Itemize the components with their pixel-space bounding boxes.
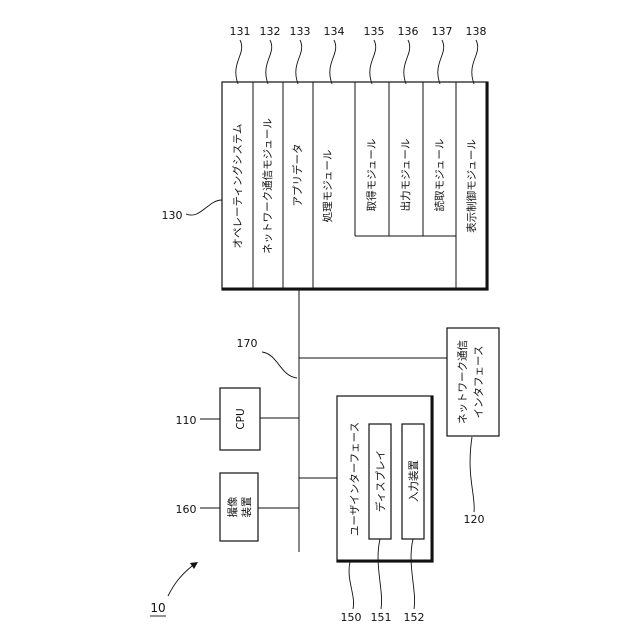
leader-133: [296, 40, 302, 84]
ref-135: 135: [364, 25, 385, 38]
leader-150: [349, 562, 354, 609]
label-reading-module: 読取モジュール: [433, 139, 446, 212]
label-operating-system: オペレーティングシステム: [231, 123, 244, 248]
label-app-data: アプリデータ: [291, 144, 304, 207]
ref-131: 131: [230, 25, 251, 38]
camera-label-line2: 装置: [240, 497, 253, 518]
storage-block: オペレーティングシステム ネットワーク通信モジュール アプリデータ 処理モジュー…: [222, 82, 488, 290]
leader-134: [330, 40, 336, 84]
figure-ref-10: 10: [150, 601, 165, 615]
leader-135: [370, 40, 376, 84]
ref-130: 130: [162, 209, 183, 222]
leader-132: [266, 40, 272, 84]
display-label: ディスプレイ: [374, 450, 387, 512]
ref-136: 136: [398, 25, 419, 38]
user-interface-label: ユーザインターフェース: [349, 422, 361, 536]
user-interface-block: ユーザインターフェース ディスプレイ 入力装置: [337, 396, 433, 562]
ref-152: 152: [404, 611, 425, 624]
ref-151: 151: [371, 611, 392, 624]
figure-ref-arrow-line: [168, 566, 192, 596]
network-interface-label-line2: インタフェース: [473, 346, 485, 419]
network-interface-block: ネットワーク通信 インタフェース: [447, 328, 499, 436]
ref-132: 132: [260, 25, 281, 38]
leader-130: [186, 200, 222, 215]
ref-138: 138: [466, 25, 487, 38]
leader-170: [262, 352, 297, 378]
leader-131: [236, 40, 242, 84]
label-network-module: ネットワーク通信モジュール: [262, 118, 274, 254]
label-output-module: 出力モジュール: [399, 139, 412, 212]
storage-references: 131 132 133 134 135 136 137 138: [230, 25, 487, 84]
ref-150: 150: [341, 611, 362, 624]
figure-ref-arrowhead: [190, 562, 198, 569]
ref-170: 170: [237, 337, 258, 350]
leader-136: [404, 40, 410, 84]
ref-160: 160: [176, 503, 197, 516]
ref-120: 120: [464, 513, 485, 526]
label-processing-module: 処理モジュール: [321, 150, 334, 223]
ref-137: 137: [432, 25, 453, 38]
camera-label-line1: 撮像: [226, 496, 239, 517]
cpu-label: CPU: [235, 408, 247, 429]
leader-120: [470, 437, 474, 512]
leader-137: [438, 40, 444, 84]
ref-110: 110: [176, 414, 197, 427]
network-interface-label-line1: ネットワーク通信: [457, 340, 469, 424]
leader-138: [472, 40, 478, 84]
ref-133: 133: [290, 25, 311, 38]
label-display-control-module: 表示制御モジュール: [465, 139, 478, 233]
label-acquisition-module: 取得モジュール: [366, 139, 378, 212]
ref-134: 134: [324, 25, 345, 38]
input-device-label: 入力装置: [407, 460, 420, 502]
